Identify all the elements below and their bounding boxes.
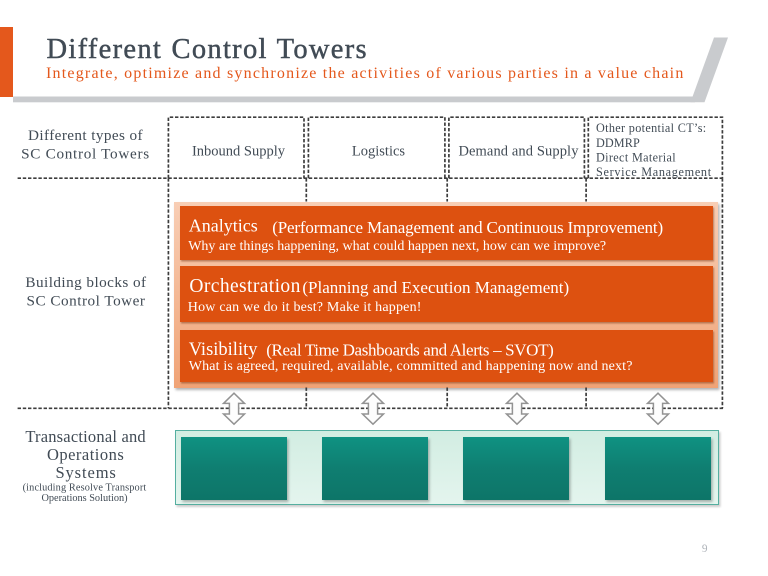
svg-text:How can we do it best? Make it: How can we do it best? Make it happen! — [188, 300, 422, 315]
svg-text:9: 9 — [702, 543, 708, 555]
svg-text:(Planning and Execution Manage: (Planning and Execution Management) — [302, 278, 569, 297]
svg-text:Operations Solution): Operations Solution) — [41, 493, 127, 504]
svg-text:SC Control Tower: SC Control Tower — [27, 293, 146, 310]
svg-text:Different types of: Different types of — [28, 127, 143, 144]
svg-text:Demand and Supply: Demand and Supply — [458, 144, 579, 160]
svg-text:(Performance Management and Co: (Performance Management and Continuous I… — [272, 218, 663, 237]
svg-text:DDMRP: DDMRP — [596, 136, 640, 150]
svg-text:Systems: Systems — [55, 463, 116, 482]
svg-text:Different Control Towers: Different Control Towers — [47, 34, 368, 65]
svg-text:Operations: Operations — [47, 445, 124, 464]
svg-text:Building blocks of: Building blocks of — [25, 274, 147, 291]
svg-text:What is agreed, required, avai: What is agreed, required, available, com… — [189, 359, 633, 374]
svg-text:Orchestration: Orchestration — [189, 276, 300, 297]
svg-text:Analytics: Analytics — [189, 216, 258, 236]
svg-text:SC Control Towers: SC Control Towers — [21, 146, 150, 163]
svg-text:Inbound Supply: Inbound Supply — [192, 144, 286, 160]
svg-text:Logistics: Logistics — [352, 144, 406, 160]
svg-text:Direct Material: Direct Material — [596, 151, 676, 165]
svg-text:(Real Time Dashboards and Aler: (Real Time Dashboards and Alerts – SVOT) — [266, 340, 553, 359]
svg-text:Why are things happening, what: Why are things happening, what could hap… — [188, 239, 606, 254]
svg-text:Service Management: Service Management — [596, 165, 712, 179]
svg-text:Integrate, optimize and synchr: Integrate, optimize and synchronize the … — [46, 65, 685, 82]
svg-text:Other potential CT’s:: Other potential CT’s: — [596, 121, 707, 135]
svg-text:Transactional and: Transactional and — [25, 427, 146, 446]
svg-text:(including Resolve Transport: (including Resolve Transport — [23, 482, 147, 493]
svg-text:Visibility: Visibility — [189, 340, 259, 360]
